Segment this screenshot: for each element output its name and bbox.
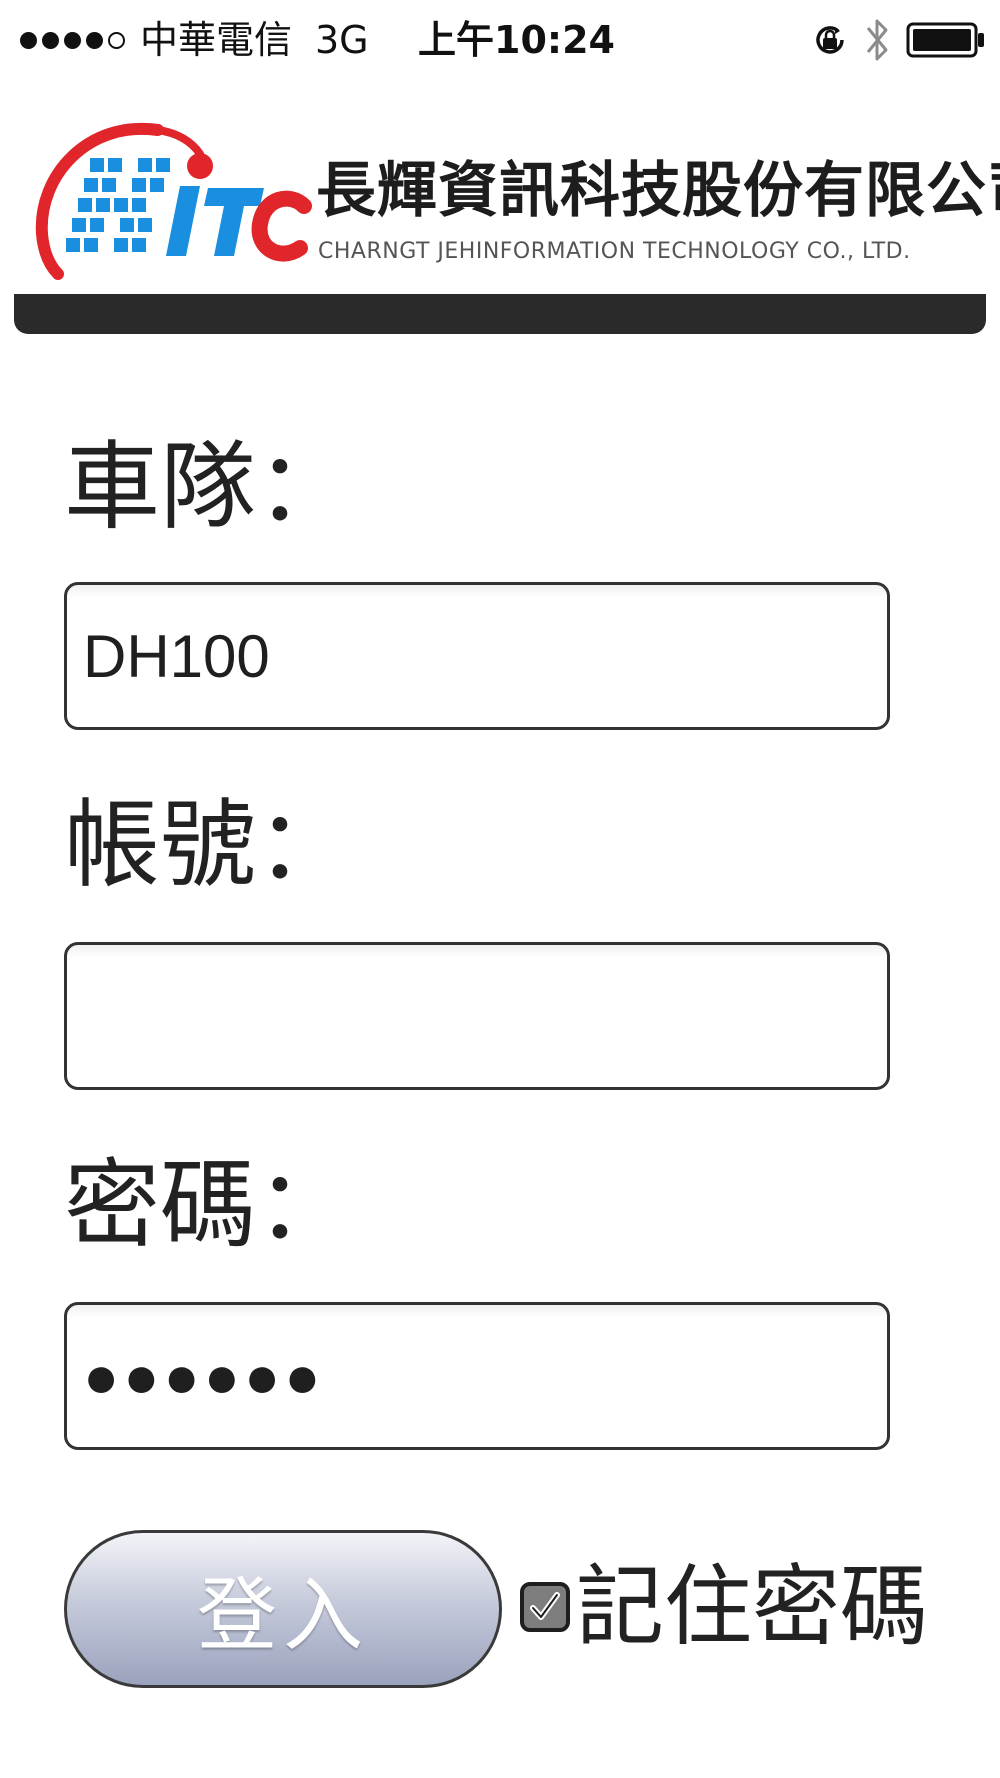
network-type: 3G — [315, 18, 369, 62]
company-name-english: CHARNGT JEHINFORMATION TECHNOLOGY CO., L… — [318, 239, 911, 264]
carrier-name: 中華電信 — [140, 18, 293, 62]
bluetooth-icon — [866, 19, 888, 61]
battery-icon — [906, 22, 984, 58]
remember-password-toggle[interactable]: 記住密碼 — [520, 1552, 928, 1662]
login-button[interactable]: 登入 — [64, 1530, 502, 1688]
fleet-input[interactable] — [64, 582, 890, 730]
signal-dot — [86, 31, 103, 49]
signal-dot-empty — [108, 31, 125, 49]
rotation-lock-icon — [816, 26, 844, 54]
status-bar: 中華電信 3G 上午10:24 — [0, 0, 1000, 80]
header-divider-bar — [14, 294, 986, 334]
remember-password-label: 記住密碼 — [576, 1555, 929, 1658]
signal-dot — [64, 31, 81, 49]
company-name: 長輝資訊科技股份有限公司 — [316, 156, 1000, 226]
password-input[interactable] — [64, 1302, 890, 1450]
company-header: 長輝資訊科技股份有限公司 CHARNGT JEHINFORMATION TECH… — [0, 92, 1000, 338]
status-time: 上午10:24 — [418, 18, 615, 62]
signal-dot — [20, 31, 37, 49]
remember-password-checkbox[interactable] — [520, 1582, 570, 1632]
account-input[interactable] — [64, 942, 890, 1090]
itc-logo-icon — [35, 122, 312, 280]
checkmark-icon — [530, 1592, 560, 1620]
signal-dot — [42, 31, 59, 49]
fleet-label: 車隊： — [64, 431, 352, 543]
password-label: 密碼： — [64, 1149, 352, 1261]
signal-strength-icon — [20, 24, 125, 56]
account-label: 帳號： — [64, 789, 352, 901]
